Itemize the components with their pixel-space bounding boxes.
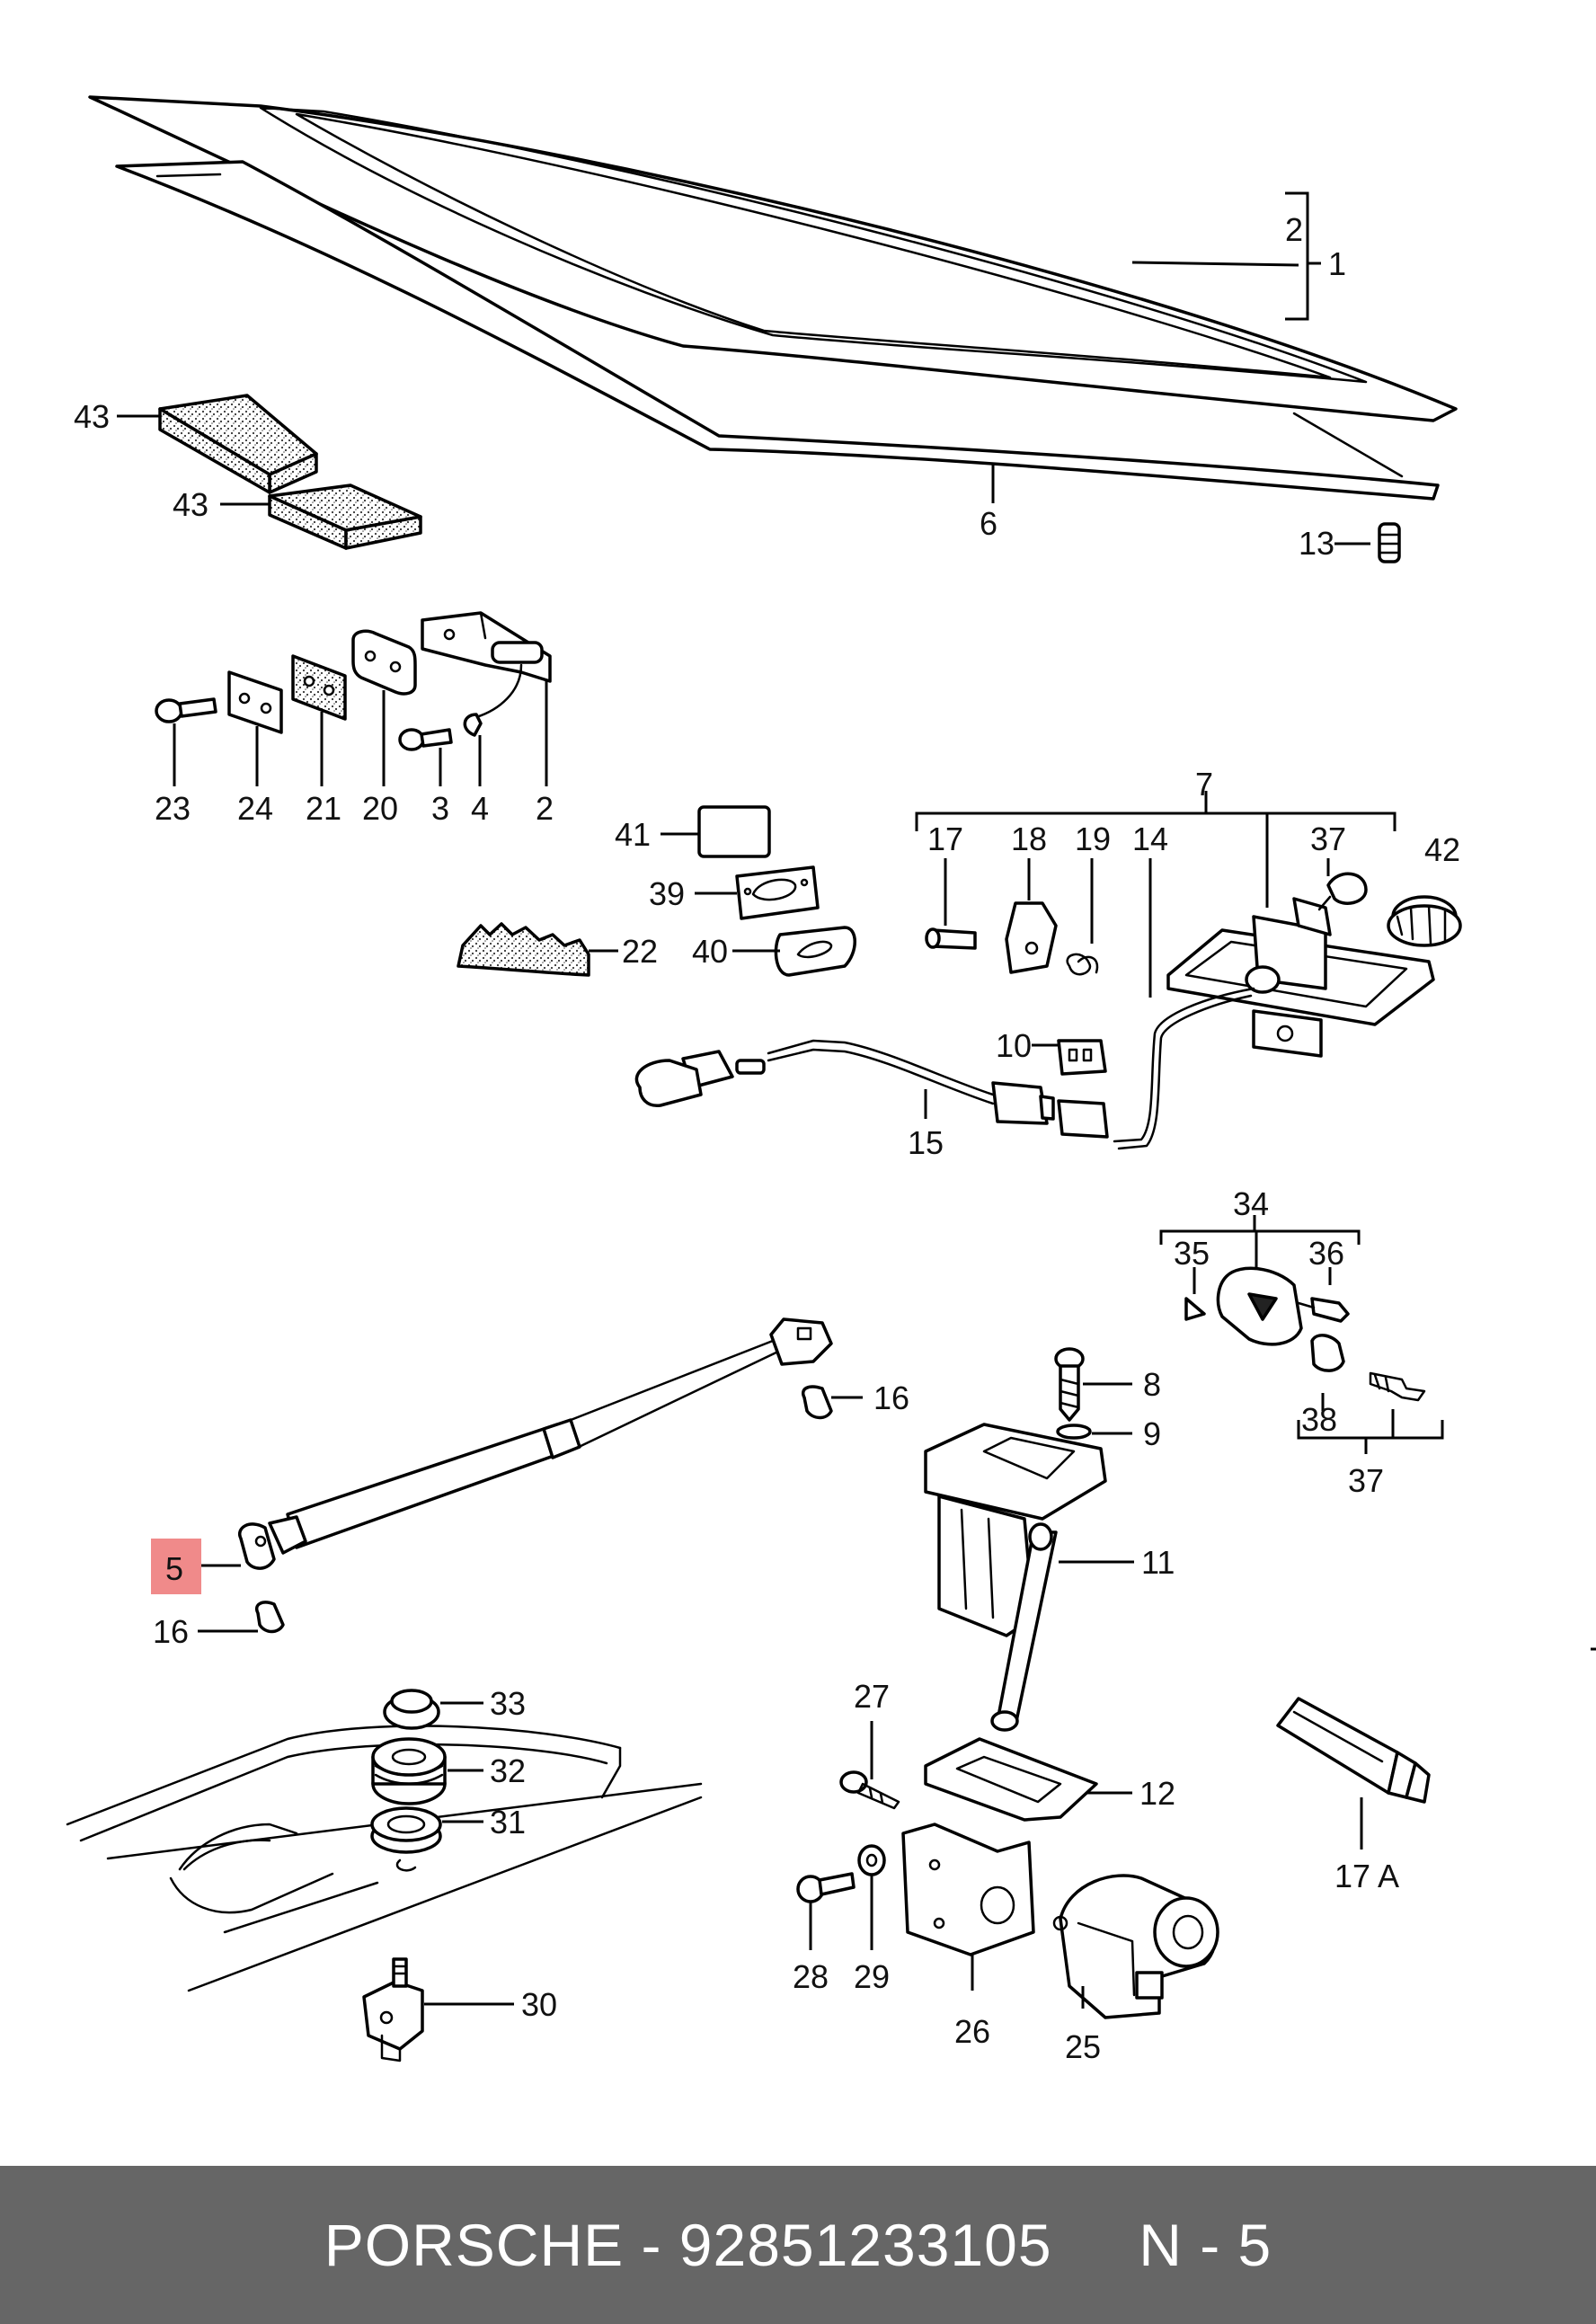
lock-assembly xyxy=(925,872,1462,1150)
callout-17A: 17 A xyxy=(1334,1858,1399,1894)
callout-40: 40 xyxy=(692,933,728,970)
callout-25: 25 xyxy=(1065,2028,1101,2065)
callout-13: 13 xyxy=(1299,525,1334,562)
callout-34: 34 xyxy=(1233,1185,1269,1222)
emblem-parts xyxy=(457,805,856,977)
retaining-clip-icon xyxy=(255,1385,833,1634)
rubber-buffer-icon xyxy=(1378,522,1401,563)
callout-4: 4 xyxy=(471,790,489,827)
callout-bracket-34 xyxy=(1159,1215,1444,1454)
highlighted-part-5-marker xyxy=(151,1539,201,1594)
callout-24: 24 xyxy=(237,790,273,827)
callout-2-hinge: 2 xyxy=(536,790,554,827)
callout-20: 20 xyxy=(362,790,398,827)
callout-1: 1 xyxy=(1328,245,1346,282)
callout-43-upper: 43 xyxy=(74,398,110,435)
callout-41: 41 xyxy=(615,816,651,853)
parts-diagram: 2 1 6 13 43 43 xyxy=(66,95,1596,2065)
latch-assembly xyxy=(924,1347,1107,1822)
callout-14: 14 xyxy=(1132,820,1168,857)
callout-38: 38 xyxy=(1301,1401,1337,1438)
callout-21: 21 xyxy=(306,790,341,827)
rear-window-glass xyxy=(88,95,1458,501)
lock-cylinder-set xyxy=(1184,1266,1426,1402)
callout-30: 30 xyxy=(521,1986,557,2023)
callout-12: 12 xyxy=(1139,1775,1175,1812)
wiring-harness xyxy=(634,1039,1109,1139)
callout-23: 23 xyxy=(155,790,191,827)
callout-lines-motor xyxy=(809,1721,1085,2009)
callout-37-lock: 37 xyxy=(1310,820,1346,857)
callout-lines-emblem xyxy=(589,832,780,953)
callout-8: 8 xyxy=(1143,1366,1161,1403)
hinge-assembly xyxy=(155,611,552,751)
actuator-mount-parts xyxy=(796,1770,1219,2019)
callout-18: 18 xyxy=(1011,820,1047,857)
callout-35: 35 xyxy=(1174,1235,1210,1272)
callout-16-upper: 16 xyxy=(873,1379,909,1416)
callout-37-keyset: 37 xyxy=(1348,1462,1384,1499)
callout-3: 3 xyxy=(431,790,449,827)
callout-36: 36 xyxy=(1308,1235,1344,1272)
foam-pad-icon xyxy=(158,394,318,494)
grease-tube-icon xyxy=(1276,1697,1431,1804)
foam-pad-icon xyxy=(268,483,422,550)
callout-28: 28 xyxy=(793,1958,829,1995)
callout-5: 5 xyxy=(165,1550,183,1587)
callout-bracket-7 xyxy=(915,791,1396,998)
callout-27: 27 xyxy=(854,1678,890,1715)
callout-7: 7 xyxy=(1195,766,1213,803)
callout-16-lower: 16 xyxy=(153,1613,189,1650)
callout-17: 17 xyxy=(927,820,963,857)
callout-group-window xyxy=(991,191,1370,546)
callout-22: 22 xyxy=(622,933,658,970)
gas-strut xyxy=(238,1317,833,1570)
callout-9: 9 xyxy=(1143,1415,1161,1452)
callout-33: 33 xyxy=(490,1685,526,1722)
callout-42: 42 xyxy=(1424,831,1460,868)
callout-29: 29 xyxy=(854,1958,890,1995)
callout-lines-lid xyxy=(424,1701,514,2006)
callout-32: 32 xyxy=(490,1752,526,1789)
callout-11: 11 xyxy=(1141,1544,1175,1581)
callout-2-top: 2 xyxy=(1285,211,1303,248)
callout-31: 31 xyxy=(490,1804,526,1841)
callout-lines-hinge xyxy=(173,681,548,786)
callout-43-lower: 43 xyxy=(173,486,208,523)
bump-stop-stack xyxy=(362,1689,447,2062)
part-caption-bar: PORSCHE - 92851233105 N - 5 xyxy=(0,2166,1596,2324)
part-caption-text: PORSCHE - 92851233105 N - 5 xyxy=(324,2212,1272,2278)
callout-10: 10 xyxy=(996,1027,1032,1064)
callout-39: 39 xyxy=(649,875,685,912)
callout-6: 6 xyxy=(980,505,998,542)
callout-26: 26 xyxy=(954,2013,990,2050)
callout-lines-latch xyxy=(1059,1382,1134,1795)
callout-15: 15 xyxy=(908,1124,944,1161)
callout-19: 19 xyxy=(1075,820,1111,857)
